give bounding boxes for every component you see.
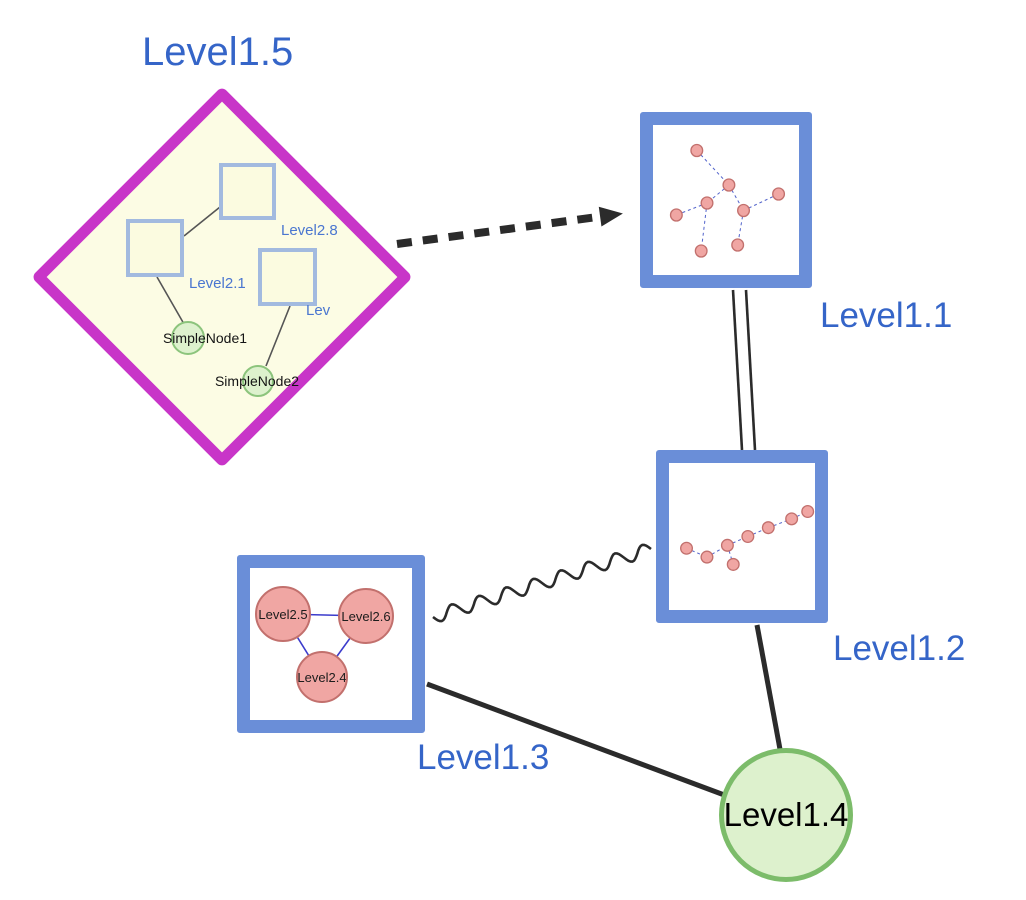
edge-level11-level12-line2[interactable] <box>744 289 757 451</box>
inner-square-left[interactable] <box>126 219 184 277</box>
label-level13: Level1.3 <box>417 738 550 777</box>
mini-graph-level12 <box>680 504 815 571</box>
mini-graph-node <box>680 541 694 555</box>
node-level14[interactable]: Level1.4 <box>719 748 853 882</box>
node-simplenode2[interactable] <box>242 365 274 397</box>
inner-label-lev: Lev <box>306 302 331 319</box>
label-level11: Level1.1 <box>820 296 953 335</box>
inner-square-top[interactable] <box>219 163 276 220</box>
label-simplenode2: SimpleNode2 <box>214 373 300 389</box>
mini-graph-node <box>785 512 799 526</box>
label-level12: Level1.2 <box>833 629 966 668</box>
label-level15: Level1.5 <box>142 30 294 74</box>
mini-graph-node <box>700 550 714 564</box>
edge-level11-level12-line1[interactable] <box>731 289 744 451</box>
inner-label-level28: Level2.8 <box>281 222 338 239</box>
label-level26: Level2.6 <box>341 608 391 624</box>
node-simplenode1[interactable] <box>171 321 205 355</box>
mini-graph-node <box>731 238 745 252</box>
label-level14: Level1.4 <box>723 796 849 833</box>
node-level25[interactable]: Level2.5 <box>255 586 311 642</box>
mini-graph-node <box>722 178 736 192</box>
mini-graph-node <box>690 143 704 158</box>
mini-graph-node <box>761 521 775 535</box>
inner-label-level21: Level2.1 <box>189 275 246 292</box>
label-simplenode1: SimpleNode1 <box>162 330 248 346</box>
mini-graph-node <box>669 208 683 222</box>
group-node-level12[interactable] <box>656 450 828 623</box>
edge-level12-level14[interactable] <box>754 624 785 761</box>
group-node-level13[interactable] <box>237 555 425 733</box>
mini-graph-node <box>700 196 714 210</box>
mini-graph-node <box>801 504 815 519</box>
mini-graph-node <box>737 203 751 218</box>
mini-graph-node <box>726 557 740 571</box>
mini-graph-node <box>741 529 755 544</box>
label-level25: Level2.5 <box>258 606 308 622</box>
node-level26[interactable]: Level2.6 <box>338 588 394 644</box>
group-node-level11[interactable] <box>640 112 812 288</box>
mini-graph-level11 <box>669 143 786 258</box>
mini-graph-edge <box>696 150 730 186</box>
inner-square-right[interactable] <box>258 248 317 306</box>
mini-graph-node <box>772 187 786 201</box>
mini-graph-node <box>720 538 734 552</box>
mini-graph-edge <box>700 202 708 252</box>
edge-level15-level11[interactable] <box>396 206 623 248</box>
node-level24[interactable]: Level2.4 <box>296 651 348 703</box>
mini-graph-node <box>694 244 708 258</box>
edge-level13-level12-wavy[interactable] <box>432 543 652 623</box>
label-level24: Level2.4 <box>297 669 347 685</box>
mini-graph-edge <box>768 518 792 529</box>
